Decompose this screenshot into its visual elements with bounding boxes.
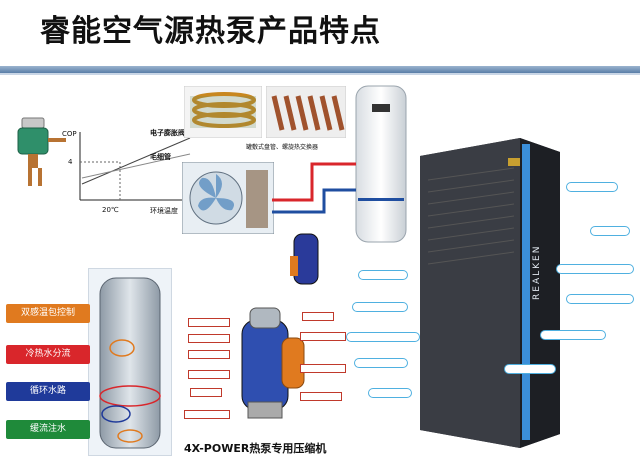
feature-bubble xyxy=(540,330,606,340)
feature-hot-cold-split: 冷热水分流 xyxy=(6,345,90,364)
graph-y-label: COP xyxy=(62,130,77,138)
page-title: 睿能空气源热泵产品特点 xyxy=(40,14,381,49)
graph-y-tick: 4 xyxy=(68,158,73,166)
feature-bubble xyxy=(346,332,420,342)
heat-pump-unit xyxy=(420,138,560,448)
compressor-callout xyxy=(300,332,346,341)
graph-line1-label: 电子膨胀阀 xyxy=(150,129,185,137)
feature-bubble xyxy=(566,182,618,192)
compressor-callout xyxy=(188,334,230,343)
feature-circulation: 循环水路 xyxy=(6,382,90,401)
feature-slow-fill: 缓流注水 xyxy=(6,420,90,439)
feature-dual-sensor: 双感温包控制 xyxy=(6,304,90,323)
compressor-small-image xyxy=(290,233,319,285)
spiral-coil-image xyxy=(184,86,262,138)
feature-bubble xyxy=(358,270,408,280)
graph-x-tick: 20℃ xyxy=(102,206,119,214)
feature-bubble xyxy=(352,302,408,312)
compressor-callout xyxy=(188,350,230,359)
compressor-callout xyxy=(190,388,222,397)
compressor-callout xyxy=(184,410,230,419)
feature-bubble xyxy=(556,264,634,274)
cop-graph xyxy=(79,132,200,201)
compressor-exploded-image xyxy=(241,307,305,419)
feature-bubble xyxy=(590,226,630,236)
feature-bubble xyxy=(354,358,408,368)
fan-unit-image xyxy=(182,162,274,234)
compressor-callout xyxy=(188,370,230,379)
unit-brand: REALKEN xyxy=(532,244,542,300)
graph-x-label: 环境温度 xyxy=(150,207,178,215)
compressor-callout xyxy=(300,364,346,373)
compressor-callout xyxy=(302,312,334,321)
expansion-valve-icon xyxy=(17,117,66,186)
coil-cutaway-image xyxy=(266,86,346,138)
tank-cutaway-image xyxy=(99,277,161,449)
title-divider-light xyxy=(0,73,640,75)
feature-bubble xyxy=(504,364,556,374)
title-divider xyxy=(0,66,640,73)
connection-pipes xyxy=(272,162,356,214)
compressor-callout xyxy=(300,392,342,401)
compressor-caption: 4X-POWER热泵专用压缩机 xyxy=(184,442,327,455)
graph-line2-label: 毛细管 xyxy=(150,153,171,161)
exchanger-caption: 罐敷式盘管、螺旋热交换器 xyxy=(246,144,319,151)
compressor-callout xyxy=(188,318,230,327)
feature-bubble xyxy=(368,388,412,398)
feature-bubble xyxy=(566,294,634,304)
